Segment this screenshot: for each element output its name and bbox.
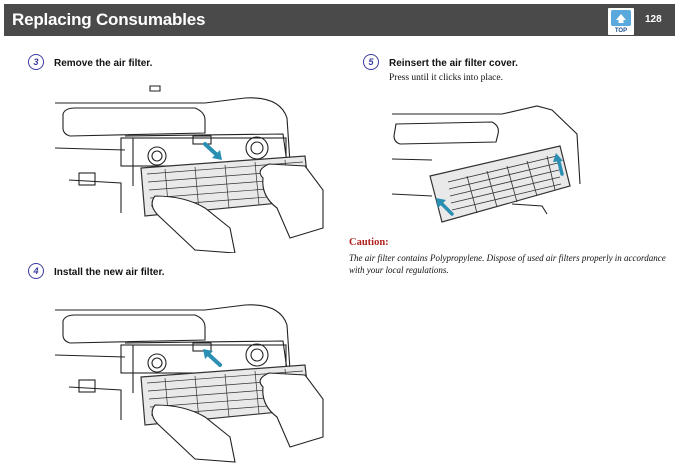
page-header: Replacing Consumables	[4, 4, 675, 36]
reinsert-cover-illustration	[392, 105, 581, 223]
install-filter-illustration	[55, 304, 324, 463]
step-5-text: Press until it clicks into place.	[389, 73, 503, 83]
caution-title: Caution:	[349, 237, 389, 248]
top-home-icon	[611, 10, 631, 26]
top-button-label: TOP	[614, 28, 628, 34]
page-number: 128	[645, 14, 662, 25]
caution-text: The air filter contains Polypropylene. D…	[349, 253, 666, 275]
step-5-number: 5	[363, 54, 379, 70]
step-3-number: 3	[28, 54, 44, 70]
step-3-label: Remove the air filter.	[54, 58, 153, 69]
page-title: Replacing Consumables	[12, 10, 206, 29]
step-4-number: 4	[28, 263, 44, 279]
step-4-label: Install the new air filter.	[54, 267, 165, 278]
step-5-label: Reinsert the air filter cover.	[389, 58, 518, 69]
top-button[interactable]: TOP	[608, 8, 634, 35]
remove-filter-illustration	[55, 85, 324, 253]
